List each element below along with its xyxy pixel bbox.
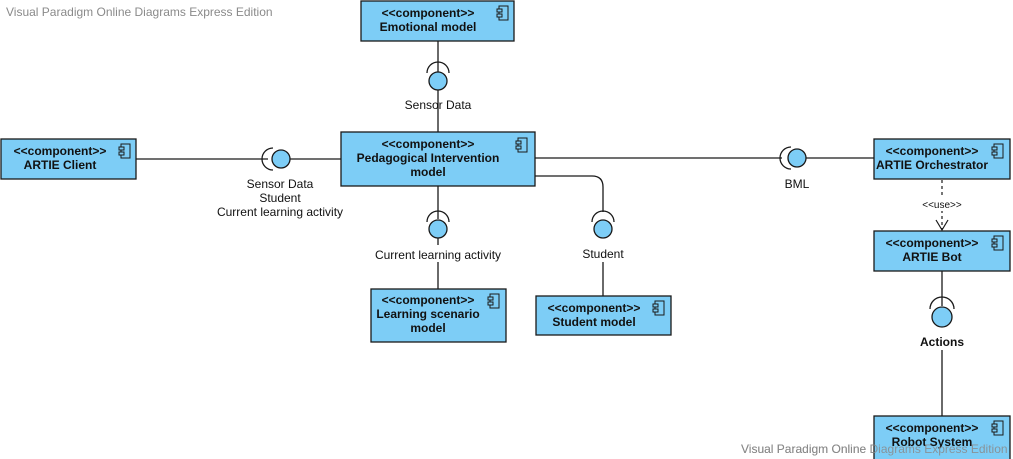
label-sensor-data-top: Sensor Data: [405, 98, 472, 112]
component-name: Robot System: [892, 435, 973, 449]
ball-client-iface: [271, 149, 291, 169]
dependency-label-bg: [918, 198, 966, 211]
stereotype-label: <<component>>: [14, 144, 107, 158]
socket-client-iface: [261, 147, 274, 171]
label-client-iface-2: Student: [259, 191, 301, 205]
component-icon: [515, 137, 528, 153]
stereotype-label: <<component>>: [886, 144, 979, 158]
label-client-iface-3: Current learning activity: [217, 205, 343, 219]
component-icon: [496, 5, 509, 21]
stereotype-label: <<component>>: [886, 421, 979, 435]
component-artie-client[interactable]: <<component>> ARTIE Client: [0, 138, 137, 180]
component-name-line2: model: [410, 165, 445, 179]
socket-student: [591, 210, 615, 223]
component-name-line1: Learning scenario: [376, 307, 479, 321]
ball-actions: [931, 306, 953, 328]
component-learning-scenario-model[interactable]: <<component>> Learning scenario model: [370, 288, 507, 343]
label-actions: Actions: [920, 335, 964, 349]
component-artie-bot[interactable]: <<component>> ARTIE Bot: [873, 230, 1011, 272]
stereotype-label: <<component>>: [382, 293, 475, 307]
ball-bml: [787, 148, 807, 168]
component-student-model[interactable]: <<component>> Student model: [535, 295, 672, 336]
label-bml: BML: [785, 177, 810, 191]
socket-sensor-data-top: [426, 61, 450, 74]
wire-pedagogical-student: [535, 175, 604, 212]
component-pedagogical-intervention-model[interactable]: <<component>> Pedagogical Intervention m…: [340, 131, 536, 187]
component-name-line1: Pedagogical Intervention: [357, 151, 500, 165]
ball-student: [593, 219, 613, 239]
dependency-label: <<use>>: [922, 200, 962, 211]
component-icon: [991, 143, 1004, 159]
component-icon: [991, 235, 1004, 251]
label-student: Student: [582, 247, 624, 261]
ball-sensor-data-top: [428, 71, 448, 91]
component-name: ARTIE Client: [24, 158, 97, 172]
component-name: Student model: [552, 315, 635, 329]
component-icon: [652, 300, 665, 316]
component-icon: [487, 293, 500, 309]
label-current-learning: Current learning activity: [375, 248, 501, 262]
component-robot-system[interactable]: <<component>> Robot System: [873, 415, 1011, 459]
watermark-bottom-overlay: Visual Paradigm Online Diagrams Express …: [741, 442, 1008, 456]
ball-current-learning: [428, 219, 448, 239]
label-client-iface-1: Sensor Data: [247, 177, 314, 191]
component-artie-orchestrator[interactable]: <<component>> ARTIE Orchestrator: [873, 138, 1011, 180]
watermark-top: Visual Paradigm Online Diagrams Express …: [6, 5, 273, 19]
component-icon: [118, 143, 131, 159]
stereotype-label: <<component>>: [548, 301, 641, 315]
component-name: ARTIE Bot: [902, 250, 961, 264]
dependency-arrowhead: [935, 219, 949, 232]
component-icon: [991, 420, 1004, 436]
component-name-line2: model: [410, 321, 445, 335]
component-name: Emotional model: [380, 20, 477, 34]
stereotype-label: <<component>>: [886, 236, 979, 250]
socket-current-learning: [426, 210, 450, 223]
stereotype-label: <<component>>: [382, 137, 475, 151]
stereotype-label: <<component>>: [382, 6, 475, 20]
socket-bml: [779, 146, 792, 170]
component-name: ARTIE Orchestrator: [876, 158, 988, 172]
socket-actions: [929, 296, 955, 310]
component-emotional-model[interactable]: <<component>> Emotional model: [360, 0, 515, 42]
